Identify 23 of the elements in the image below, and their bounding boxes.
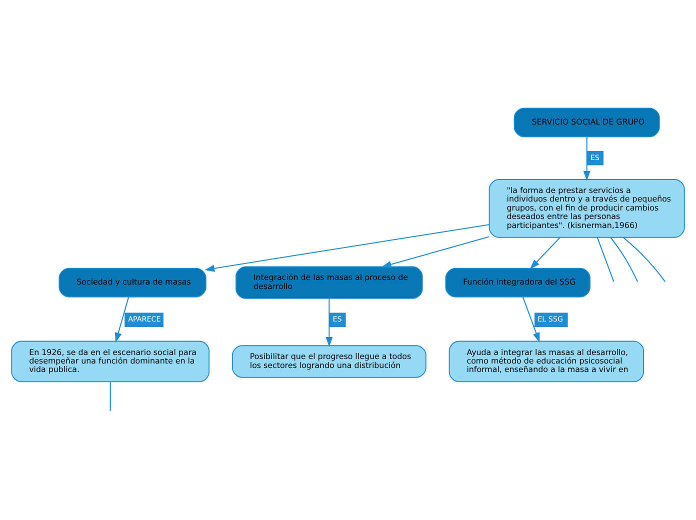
- arrow: [530, 237, 560, 270]
- node-box: Ayuda a integrar las masas al desarrollo, como método de educación psicosocial informal, enseñando a la masa a vivir en: [448, 340, 644, 382]
- connector: [610, 237, 638, 282]
- edge-label: APARECE: [128, 314, 161, 324]
- arrow: [522, 297, 540, 343]
- arrow: [381, 236, 490, 268]
- node-box: Sociedad y cultura de masas: [58, 268, 206, 298]
- edge-label: EL SSG: [538, 314, 563, 324]
- edge-label: ES: [332, 314, 342, 324]
- node-box: SERVICIO SOCIAL DE GRUPO: [514, 108, 660, 138]
- arrow: [583, 136, 590, 181]
- arrow: [326, 298, 333, 347]
- node-box: "la forma de prestar servicios a individuos dentro y a través de pequeños grupos, con el fin de producir cambios deseados entre las personas participantes". (kisnerman,1966): [488, 179, 685, 238]
- arrow: [204, 224, 490, 272]
- node-box: Posibilitar que el progreso llegue a todos los sectores logrando una distribución: [232, 345, 426, 378]
- node-box: Función integradora del SSG: [445, 268, 590, 298]
- connector: [596, 237, 614, 282]
- node-box: En 1926, se da en el escenario social para desempeñar una función dominante en la vida publica.: [11, 340, 210, 382]
- edge-label: ES: [590, 152, 600, 162]
- node-box: Integración de las masas al proceso de desarrollo: [236, 266, 423, 299]
- connector: [622, 237, 666, 282]
- arrow: [114, 297, 130, 343]
- connector: [110, 382, 111, 411]
